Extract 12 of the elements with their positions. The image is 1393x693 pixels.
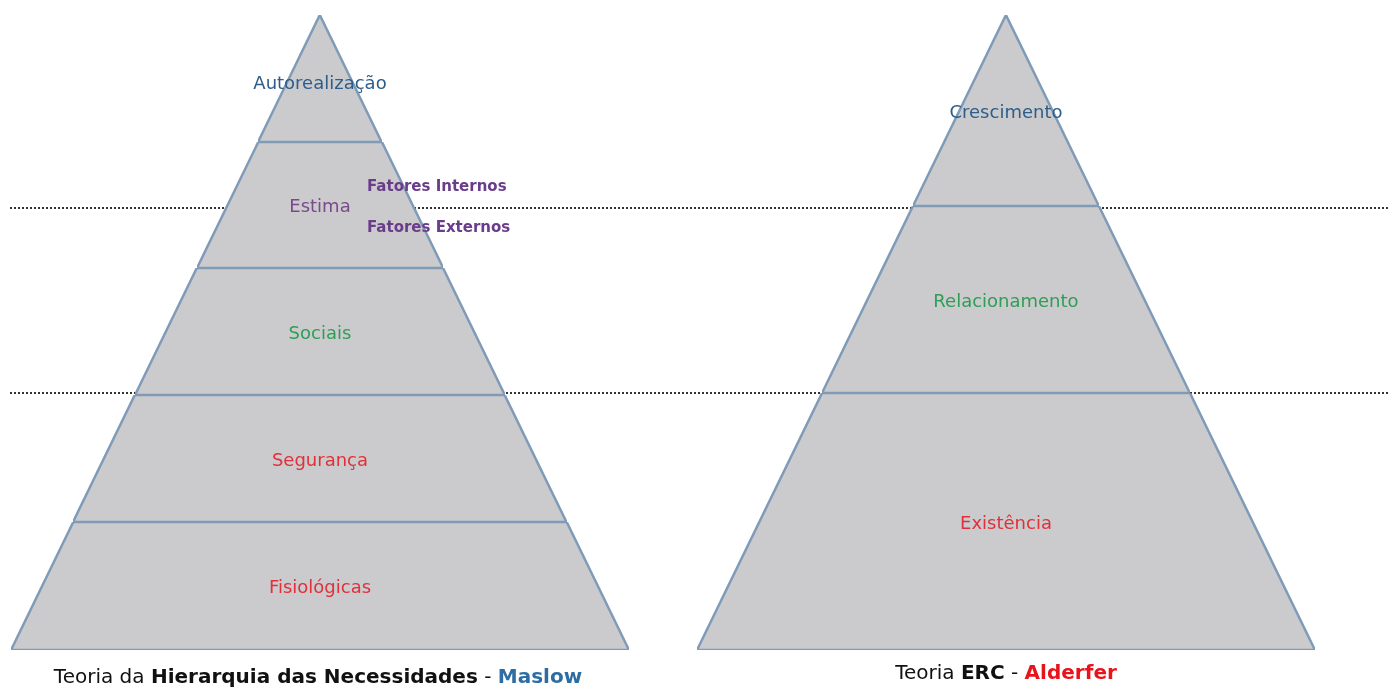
tier-label: Autorealização <box>253 71 387 93</box>
pyramid-caption: Teoria da Hierarquia das Necessidades - Maslow <box>53 664 583 688</box>
tier-label: Estima <box>289 194 351 216</box>
tier-label: Existência <box>960 511 1052 532</box>
tier-label: Segurança <box>271 448 369 469</box>
factor-note: Fatores Externos <box>367 218 511 236</box>
tier-label: Relacionamento <box>933 289 1079 310</box>
tier-label: Fisiológicas <box>268 575 372 597</box>
factor-note: Fatores Internos <box>367 177 507 195</box>
tier-label: Crescimento <box>949 100 1063 122</box>
pyramid-caption: Teoria ERC - Alderfer <box>895 660 1117 684</box>
tier-label: Sociais <box>288 321 352 342</box>
